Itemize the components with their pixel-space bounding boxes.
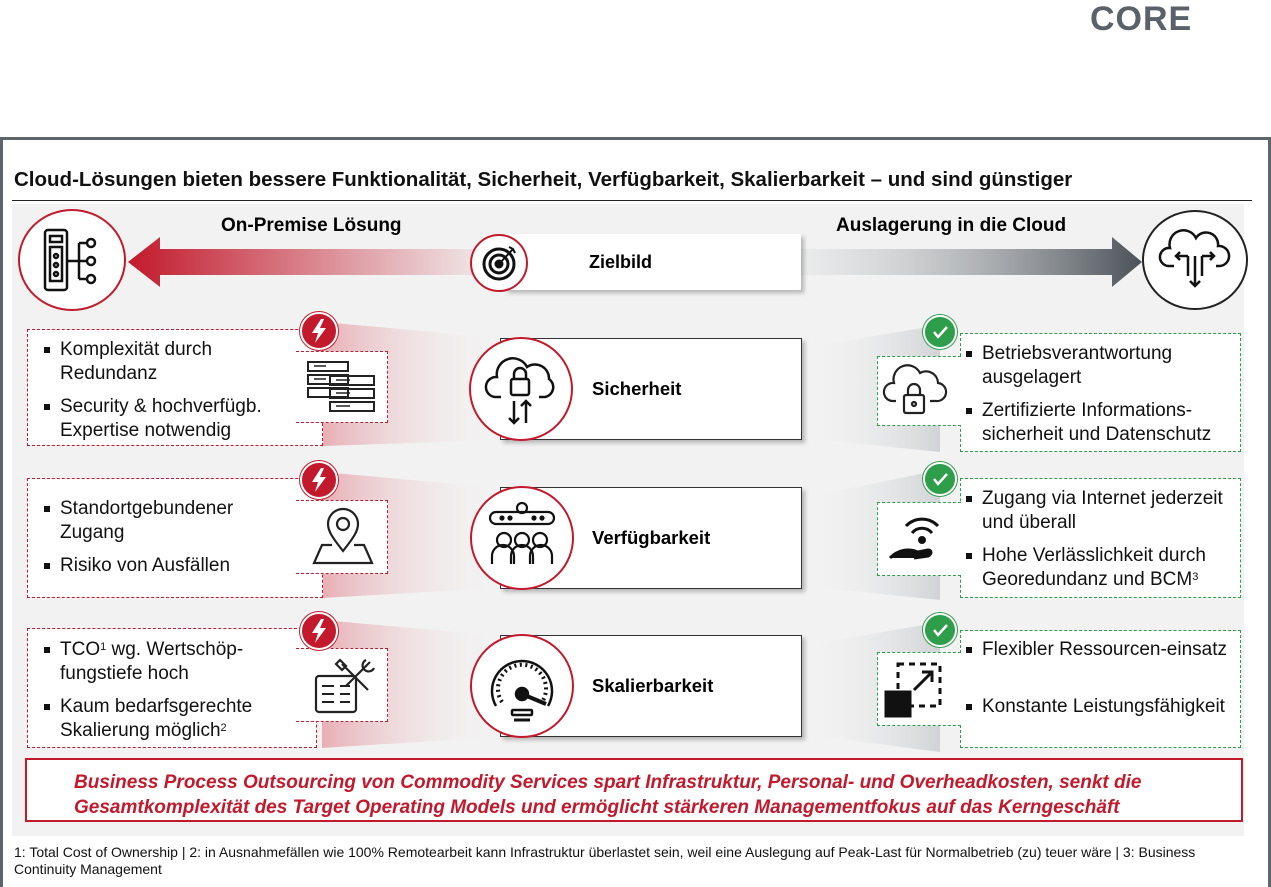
row2-left-item1: Standortgebundener Zugang [44, 497, 300, 545]
zielbild-circle [470, 234, 528, 292]
row2-center-label: Verfügbarkeit [592, 527, 711, 548]
headline-divider [12, 200, 1252, 201]
lightning-icon [312, 619, 326, 643]
slide-headline: Cloud-Lösungen bieten bessere Funktional… [14, 168, 1073, 191]
row1-right-item2: Zertifizierte Informations-sicherheit un… [966, 399, 1232, 447]
row2-left-item2: Risiko von Ausfällen [44, 554, 300, 578]
summary-text: Business Process Outsourcing von Commodi… [74, 772, 1142, 818]
row3-right-item1: Flexibler Ressourcen-einsatz [966, 638, 1232, 662]
arrow-right-grey [800, 237, 1142, 287]
tools-panel-icon [314, 658, 375, 714]
row1-center-circle [469, 337, 573, 441]
lightning-icon [312, 319, 326, 343]
cloud-transfer-icon [1158, 229, 1231, 288]
row1-right-box [960, 333, 1241, 452]
cloud-lock-icon [484, 357, 555, 425]
row2-right-item2: Hohe Verlässlichkeit durch Georedundanz … [966, 544, 1237, 592]
row1-left-item1: Komplexität durch Redundanz [44, 338, 300, 386]
row1-left-box [27, 329, 323, 446]
row3-warning-badge [300, 612, 338, 650]
row3-left-box [27, 628, 317, 748]
check-icon [933, 624, 948, 637]
scale-expand-icon [884, 662, 942, 718]
cloud-circle [1142, 210, 1248, 310]
wifi-hand-icon [888, 517, 940, 560]
slide-frame [0, 137, 1271, 887]
row1-check-badge [923, 315, 957, 349]
gauge-icon [490, 659, 554, 722]
row2-left-box [27, 478, 323, 598]
check-icon [933, 473, 948, 486]
summary-box [25, 758, 1243, 822]
server-rack-icon [307, 361, 375, 412]
row2-center-circle [470, 486, 574, 590]
check-icon [933, 326, 948, 339]
row3-check-badge [923, 613, 957, 647]
row3-center-label: Skalierbarkeit [592, 675, 714, 696]
header-on-premise: On-Premise Lösung [221, 215, 402, 236]
footnote: 1: Total Cost of Ownership | 2: in Ausna… [14, 844, 1196, 877]
target-icon [482, 246, 516, 281]
row2-right-box [960, 478, 1241, 598]
people-gear-icon [488, 501, 556, 564]
header-cloud: Auslagerung in die Cloud [836, 215, 1067, 236]
row1-right-item1: Betriebsverantwortung ausgelagert [966, 342, 1232, 390]
cloud-lock-icon [882, 364, 948, 415]
row1-warning-badge [300, 312, 338, 350]
zielbild-label: Zielbild [589, 252, 652, 272]
row3-left-item2: Kaum bedarfsgerechte Skalierung möglich2 [44, 695, 300, 743]
row1-left-item2: Security & hochverfügb. Expertise notwen… [44, 395, 300, 443]
row3-right-box [960, 630, 1241, 748]
row2-check-badge [923, 462, 957, 496]
arrow-left-red [128, 237, 500, 287]
row2-warning-badge [300, 461, 338, 499]
row1-center-label: Sicherheit [592, 378, 682, 399]
row3-center-circle [470, 634, 574, 738]
lightning-icon [312, 468, 326, 492]
row2-right-item1: Zugang via Internet jederzeit und überal… [966, 487, 1237, 535]
row3-right-item2: Konstante Leistungsfähigkeit [966, 695, 1232, 719]
row3-left-item1: TCO1 wg. Wertschöp-fungstiefe hoch [44, 638, 300, 686]
server-network-icon [43, 228, 97, 292]
zielbild-box [505, 234, 801, 290]
core-logo: CORE® [1090, 0, 1201, 38]
on-premise-circle [18, 209, 126, 311]
row2-left-icon-box [296, 500, 388, 574]
location-pin-icon [312, 507, 374, 565]
